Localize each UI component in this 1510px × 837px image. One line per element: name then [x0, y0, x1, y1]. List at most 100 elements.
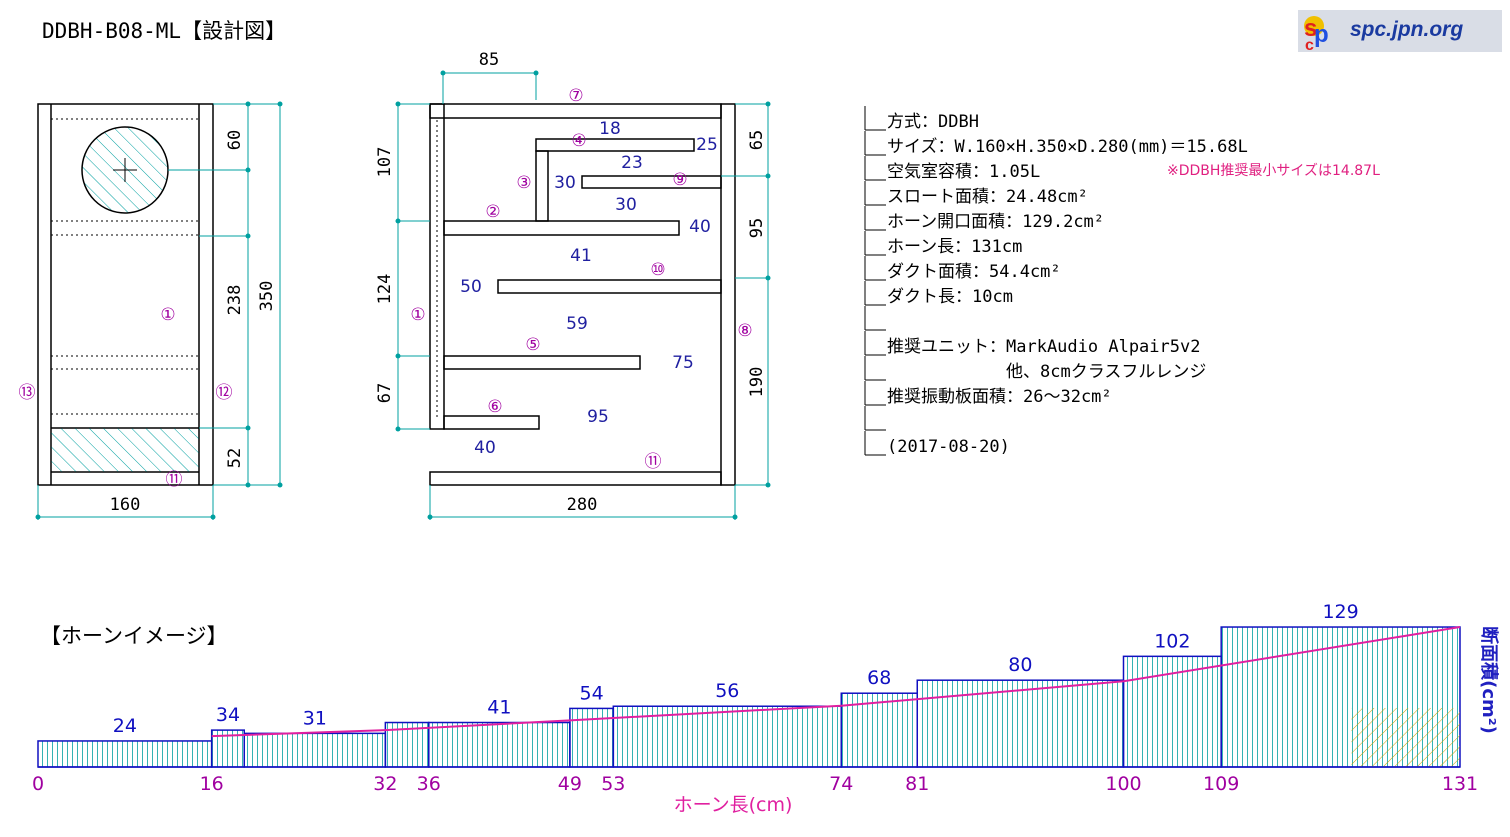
x-tick-label: 16 [200, 773, 224, 795]
front-dim-350: 350 [257, 281, 277, 312]
spec-text: 推奨ユニット：MarkAudio Alpair5v2 [887, 337, 1200, 357]
side-part-6: ⑥ [487, 397, 502, 417]
spec-line: ダクト面積：54.4cm² [864, 256, 1061, 282]
side-view [429, 103, 736, 486]
spec-text: スロート面積：24.48cm² [887, 187, 1088, 207]
side-part-3: ③ [516, 173, 531, 193]
front-part-11: ⑪ [166, 470, 183, 490]
side-part-1: ① [410, 305, 425, 325]
side-part-8: ⑧ [737, 321, 752, 341]
horn-segment [428, 721, 571, 768]
side-dim-280: 280 [567, 495, 598, 515]
spec-text: ホーン長：131cm [887, 237, 1022, 257]
section-25: 25 [696, 135, 718, 155]
logo-text: spc.jpn.org [1350, 18, 1464, 41]
horn-segment [916, 679, 1125, 768]
spec-line [864, 306, 886, 331]
spec-line: 推奨振動板面積：26～32cm² [864, 381, 1112, 407]
section-41: 41 [570, 246, 592, 266]
side-part-11: ⑪ [645, 452, 662, 472]
x-tick-label: 53 [601, 773, 625, 795]
spec-text: 推奨振動板面積：26～32cm² [887, 387, 1112, 407]
side-part-4: ④ [571, 131, 586, 151]
spec-list: 方式：DDBHサイズ：W.160×H.350×D.280(mm)＝15.68L空… [864, 106, 1248, 457]
side-part-2: ② [485, 202, 500, 222]
site-logo[interactable]: s p c spc.jpn.org [1298, 10, 1502, 54]
horn-segment [243, 732, 387, 768]
spec-line: 他、8cmクラスフルレンジ [864, 356, 1206, 382]
spec-text: (2017-08-20) [887, 437, 1010, 457]
port-hatch [50, 427, 200, 473]
segment-label: 41 [487, 697, 511, 719]
spec-line [864, 406, 886, 431]
section-40b: 40 [474, 438, 496, 458]
spec-text: 方式：DDBH [887, 112, 979, 132]
section-23: 23 [621, 153, 643, 173]
front-dim-52: 52 [225, 448, 245, 468]
front-dim-238: 238 [225, 285, 245, 316]
spec-text: ダクト面積：54.4cm² [887, 262, 1061, 282]
segment-label: 129 [1322, 601, 1358, 623]
spec-text: ダクト長：10cm [887, 287, 1013, 307]
side-dim-65: 65 [747, 130, 767, 150]
x-tick-label: 109 [1203, 773, 1239, 795]
spec-line: 方式：DDBH [864, 106, 979, 132]
x-tick-label: 36 [417, 773, 441, 795]
side-dim-95: 95 [747, 218, 767, 238]
horn-segment [37, 740, 213, 768]
horn-xlabel: ホーン長(cm) [674, 794, 793, 816]
spec-line: (2017-08-20) [864, 431, 1010, 457]
section-59: 59 [566, 314, 588, 334]
page-title: DDBH-B08-ML【設計図】 [42, 19, 286, 43]
section-30b: 30 [615, 195, 637, 215]
segment-label: 56 [715, 680, 739, 702]
front-dim-60: 60 [225, 130, 245, 150]
svg-text:c: c [1305, 37, 1314, 52]
x-tick-label: 100 [1105, 773, 1141, 795]
front-part-12: ⑫ [216, 383, 233, 403]
spec-line: ホーン長：131cm [864, 231, 1022, 257]
segment-label: 102 [1154, 630, 1190, 652]
x-tick-label: 32 [373, 773, 397, 795]
side-dim-107: 107 [375, 147, 395, 178]
x-tick-label: 74 [829, 773, 853, 795]
side-dim-190: 190 [747, 367, 767, 398]
segment-label: 54 [580, 682, 604, 704]
side-dimensions [395, 70, 771, 520]
side-part-9: ⑨ [672, 170, 687, 190]
svg-text:p: p [1314, 21, 1329, 48]
segment-label: 68 [867, 667, 891, 689]
front-part-13: ⑬ [19, 383, 36, 403]
spec-text: 空気室容積：1.05L [887, 162, 1040, 182]
x-tick-label: 0 [32, 773, 44, 795]
spc-logo-icon: s p c [1304, 15, 1329, 54]
section-30a: 30 [554, 173, 576, 193]
side-part-7: ⑦ [568, 86, 583, 106]
section-50: 50 [460, 277, 482, 297]
front-dimensions [35, 101, 283, 520]
segment-label: 34 [216, 704, 240, 726]
section-18: 18 [599, 119, 621, 139]
section-40a: 40 [689, 217, 711, 237]
horn-ylabel: 断面積(cm²) [1478, 626, 1500, 734]
taper-line [211, 626, 1461, 738]
x-tick-label: 81 [905, 773, 929, 795]
segment-label: 80 [1008, 654, 1032, 676]
spec-line: スロート面積：24.48cm² [864, 181, 1088, 207]
section-95: 95 [587, 407, 609, 427]
side-dim-67: 67 [375, 383, 395, 403]
spec-line: 推奨ユニット：MarkAudio Alpair5v2 [864, 331, 1200, 357]
spec-note: ※DDBH推奨最小サイズは14.87L [1167, 163, 1380, 179]
segment-label: 24 [113, 715, 137, 737]
horn-segment [569, 707, 615, 768]
side-part-5: ⑤ [525, 335, 540, 355]
svg-text:s: s [1304, 15, 1317, 42]
duct-area [1351, 707, 1460, 767]
side-part-10: ⑩ [650, 260, 665, 280]
spec-line: 空気室容積：1.05L [864, 156, 1040, 182]
spec-line: ダクト長：10cm [864, 281, 1013, 307]
section-75: 75 [672, 353, 694, 373]
x-tick-label: 49 [558, 773, 582, 795]
front-part-1: ① [160, 305, 175, 325]
